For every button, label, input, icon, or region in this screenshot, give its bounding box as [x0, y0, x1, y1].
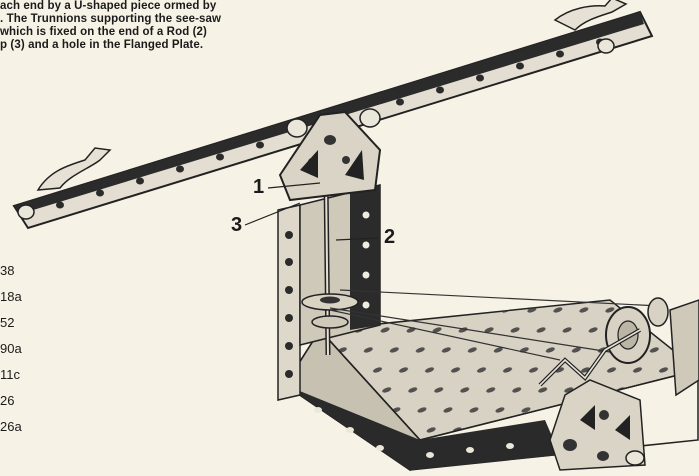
caption-line: p (3) and a hole in the Flanged Plate.	[0, 39, 204, 51]
callout-label-1: 1	[253, 176, 265, 198]
front-trunnion	[549, 379, 646, 471]
caption-line: . The Trunnions supporting the see-saw	[0, 13, 222, 25]
central-trunnion	[278, 108, 382, 202]
callout-label-2: 2	[384, 226, 396, 248]
part-number: 90a	[0, 341, 22, 356]
caption-line: which is fixed on the end of a Rod (2)	[0, 26, 207, 38]
rod-and-pulley	[301, 179, 359, 356]
part-number: 26a	[0, 419, 22, 434]
drive-cord	[329, 289, 661, 361]
crank-handle	[538, 297, 699, 397]
callout-leaders	[244, 182, 379, 241]
instruction-caption: ach end by a U-shaped piece ormed by . T…	[0, 0, 300, 52]
parts-list: 38 18a 52 90a 11c 26 26a	[0, 258, 22, 440]
part-number: 38	[0, 263, 15, 278]
callout-label-3: 3	[231, 214, 243, 236]
part-number: 26	[0, 393, 15, 408]
part-number: 52	[0, 315, 15, 330]
part-number: 11c	[0, 367, 20, 382]
caption-line: ach end by a U-shaped piece ormed by	[0, 0, 217, 12]
part-number: 18a	[0, 289, 22, 304]
